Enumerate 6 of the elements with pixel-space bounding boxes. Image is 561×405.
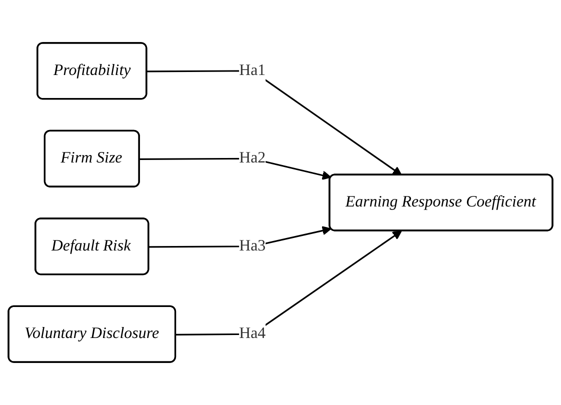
edge-label: Ha3 [239,238,266,255]
edge-label: Ha4 [239,325,266,342]
arrow [146,70,402,176]
edge-label: Ha1 [239,62,266,80]
arrow [176,230,402,336]
edge-label: Ha2 [239,150,266,167]
